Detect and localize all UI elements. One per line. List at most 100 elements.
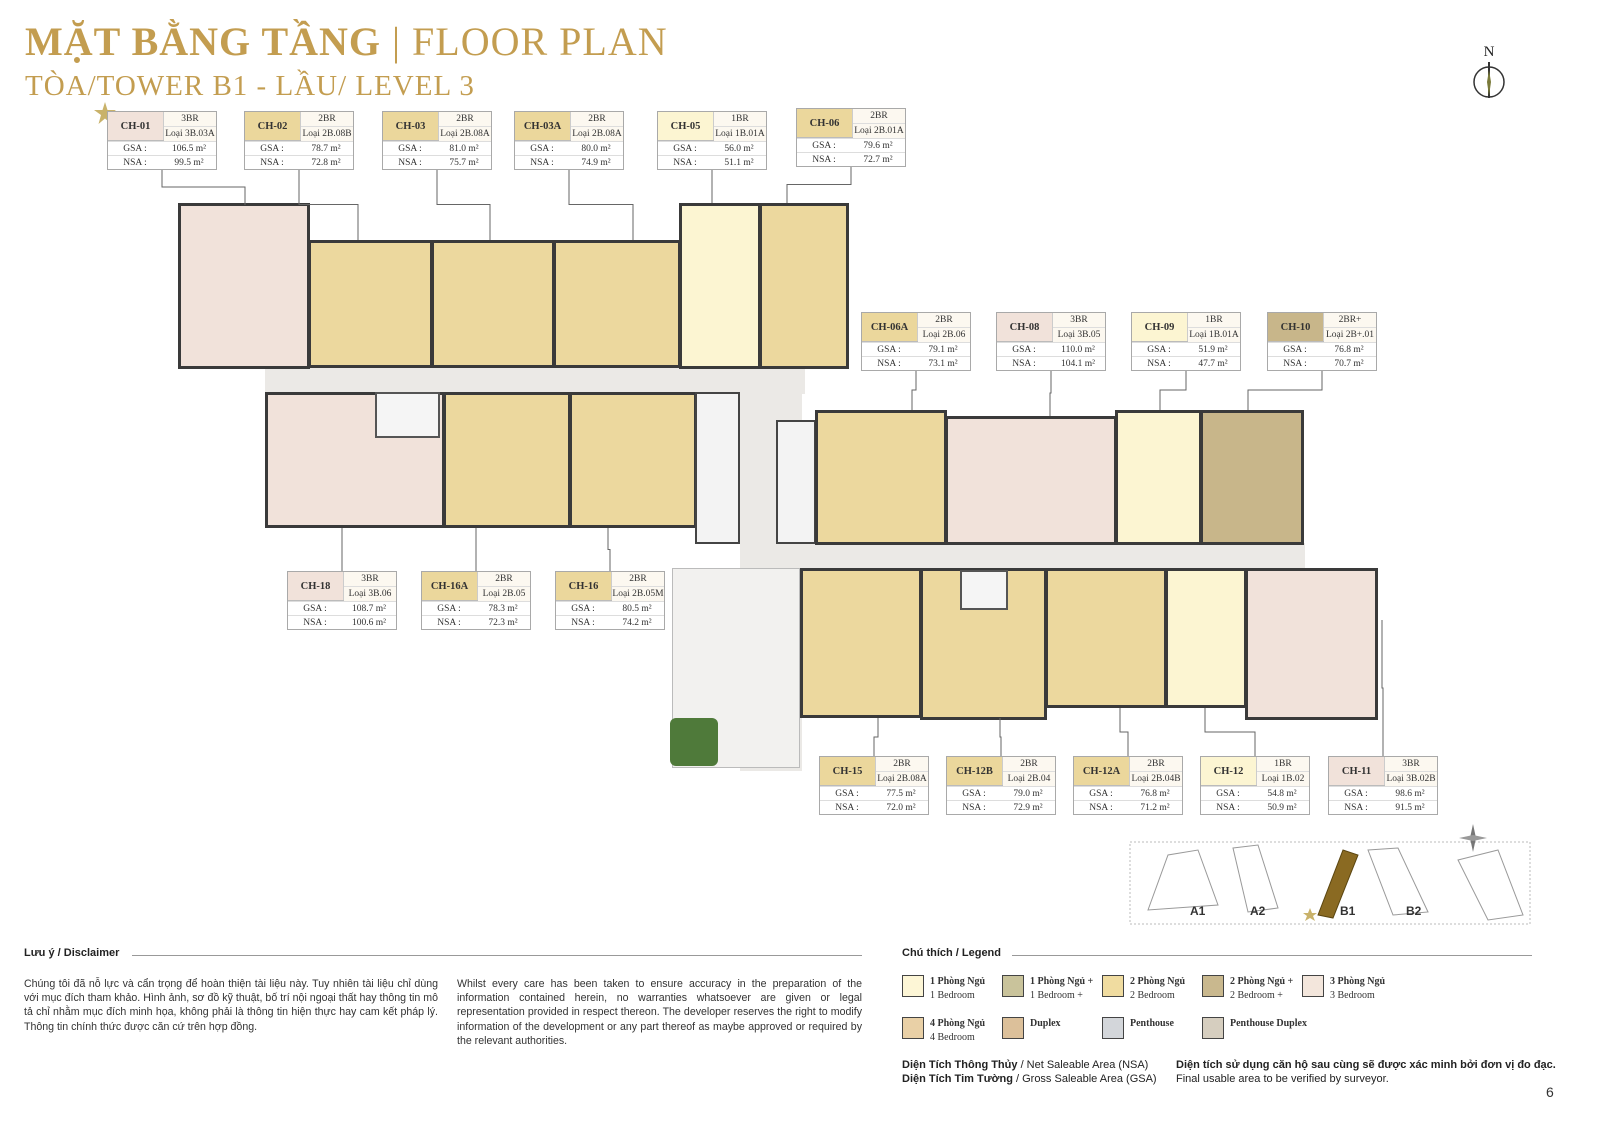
nsa-label: NSA : bbox=[398, 158, 422, 168]
unit-ch-16 bbox=[569, 392, 697, 528]
nsa-label: NSA : bbox=[530, 158, 554, 168]
unit-type: 2BR bbox=[853, 109, 905, 123]
unit-type: 2BR bbox=[612, 572, 664, 586]
nsa-value: 71.2 m² bbox=[1140, 803, 1170, 813]
unit-model: Loại 3B.03A bbox=[164, 126, 216, 141]
unit-model: Loại 2B.08A bbox=[571, 126, 623, 141]
unit-type: 1BR bbox=[1257, 757, 1309, 771]
gsa-value: 77.5 m² bbox=[886, 789, 916, 799]
nsa-label: NSA : bbox=[437, 618, 461, 628]
unit-ch-01 bbox=[178, 203, 310, 369]
legend-swatch bbox=[1102, 1017, 1124, 1039]
gsa-label: GSA : bbox=[1089, 789, 1113, 799]
unit-type: 3BR bbox=[1053, 313, 1105, 327]
legend-swatch bbox=[1202, 975, 1224, 997]
unit-id: CH-12 bbox=[1201, 757, 1256, 785]
nsa-label: NSA : bbox=[1012, 359, 1036, 369]
legend-heading: Chú thích / Legend bbox=[902, 947, 1001, 959]
gsa-label: GSA : bbox=[835, 789, 859, 799]
gsa-value: 54.8 m² bbox=[1267, 789, 1297, 799]
leader-line bbox=[1159, 370, 1187, 410]
gsa-value: 79.6 m² bbox=[863, 141, 893, 151]
unit-id: CH-02 bbox=[245, 112, 300, 140]
legend-label-vn: 1 Phòng Ngủ bbox=[930, 976, 986, 987]
legend-label-vn: Duplex bbox=[1030, 1018, 1061, 1029]
keymap-label-a2: A2 bbox=[1250, 904, 1266, 918]
unit-type: 2BR bbox=[876, 757, 928, 771]
nsa-value: 72.9 m² bbox=[1013, 803, 1043, 813]
unit-id: CH-03 bbox=[383, 112, 438, 140]
unit-type: 2BR bbox=[301, 112, 353, 126]
leader-line bbox=[298, 169, 359, 240]
disclaimer-vn: Chúng tôi đã nỗ lực và cẩn trọng để hoàn… bbox=[24, 978, 438, 1033]
page-subtitle: TÒA/TOWER B1 - LẦU/ LEVEL 3 bbox=[25, 70, 475, 102]
gsa-value: 81.0 m² bbox=[449, 144, 479, 154]
unit-id: CH-18 bbox=[288, 572, 343, 600]
gsa-value: 56.0 m² bbox=[724, 144, 754, 154]
unit-model: Loại 3B.05 bbox=[1053, 327, 1105, 342]
leader-line bbox=[1204, 708, 1256, 756]
gsa-label: GSA : bbox=[123, 144, 147, 154]
keymap-label-b1: B1 bbox=[1340, 904, 1356, 918]
legend-label-en: 1 Bedroom + bbox=[1030, 990, 1083, 1001]
leader-line bbox=[607, 528, 611, 571]
legend-swatch bbox=[1002, 975, 1024, 997]
unit-ch-06a bbox=[815, 410, 947, 545]
surveyor-note: Diện tích sử dụng căn hộ sau cùng sẽ đượ… bbox=[1176, 1059, 1556, 1085]
legend-label-en: 2 Bedroom + bbox=[1230, 990, 1283, 1001]
gsa-label: GSA : bbox=[877, 345, 901, 355]
gsa-value: 78.3 m² bbox=[488, 604, 518, 614]
unit-model: Loại 1B.02 bbox=[1257, 771, 1309, 786]
nsa-value: 73.1 m² bbox=[928, 359, 958, 369]
unit-ch-10 bbox=[1200, 410, 1304, 545]
unit-ch-12a bbox=[1045, 568, 1167, 708]
elevator-core bbox=[695, 392, 740, 544]
gsa-label: GSA : bbox=[260, 144, 284, 154]
nsa-label: NSA : bbox=[260, 158, 284, 168]
nsa-label: NSA : bbox=[123, 158, 147, 168]
unit-id: CH-12B bbox=[947, 757, 1002, 785]
gsa-label: GSA : bbox=[571, 604, 595, 614]
legend-label-en: 1 Bedroom bbox=[930, 990, 975, 1001]
nsa-label: NSA : bbox=[1344, 803, 1368, 813]
nsa-value: 72.7 m² bbox=[863, 155, 893, 165]
unit-type: 2BR bbox=[478, 572, 530, 586]
gsa-value: 108.7 m² bbox=[352, 604, 386, 614]
legend-item: Penthouse Duplex bbox=[1202, 1017, 1307, 1039]
nsa-label: NSA : bbox=[962, 803, 986, 813]
unit-type: 3BR bbox=[1385, 757, 1437, 771]
nsa-value: 91.5 m² bbox=[1395, 803, 1425, 813]
leader-line bbox=[999, 718, 1002, 756]
nsa-value: 99.5 m² bbox=[174, 158, 204, 168]
unit-id: CH-11 bbox=[1329, 757, 1384, 785]
gsa-label: GSA : bbox=[303, 604, 327, 614]
unit-id: CH-09 bbox=[1132, 313, 1187, 341]
compass-rose-icon bbox=[1459, 824, 1487, 852]
nsa-label: NSA : bbox=[877, 359, 901, 369]
unit-model: Loại 1B.01A bbox=[714, 126, 766, 141]
leader-line bbox=[161, 169, 246, 205]
leader-line bbox=[1247, 370, 1323, 410]
site-key-map: A1 A2 B1 B2 bbox=[1128, 820, 1533, 928]
keymap-label-b2: B2 bbox=[1406, 904, 1422, 918]
stair-core bbox=[375, 392, 440, 438]
legend-label-vn: 2 Phòng Ngủ bbox=[1130, 976, 1186, 987]
nsa-value: 100.6 m² bbox=[352, 618, 386, 628]
gsa-label: GSA : bbox=[1012, 345, 1036, 355]
gsa-value: 76.8 m² bbox=[1334, 345, 1364, 355]
gsa-label: GSA : bbox=[1216, 789, 1240, 799]
legend-item: 1 Phòng Ngủ 1 Bedroom bbox=[902, 975, 985, 1003]
legend-label-vn: Penthouse Duplex bbox=[1230, 1018, 1307, 1029]
unit-model: Loại 2B+.01 bbox=[1324, 327, 1376, 342]
legend-label-vn: 4 Phòng Ngủ bbox=[930, 1018, 986, 1029]
unit-ch-16a bbox=[443, 392, 571, 528]
page-title: MẶT BẰNG TẦNG | FLOOR PLAN bbox=[25, 19, 668, 64]
leader-line bbox=[911, 370, 917, 410]
